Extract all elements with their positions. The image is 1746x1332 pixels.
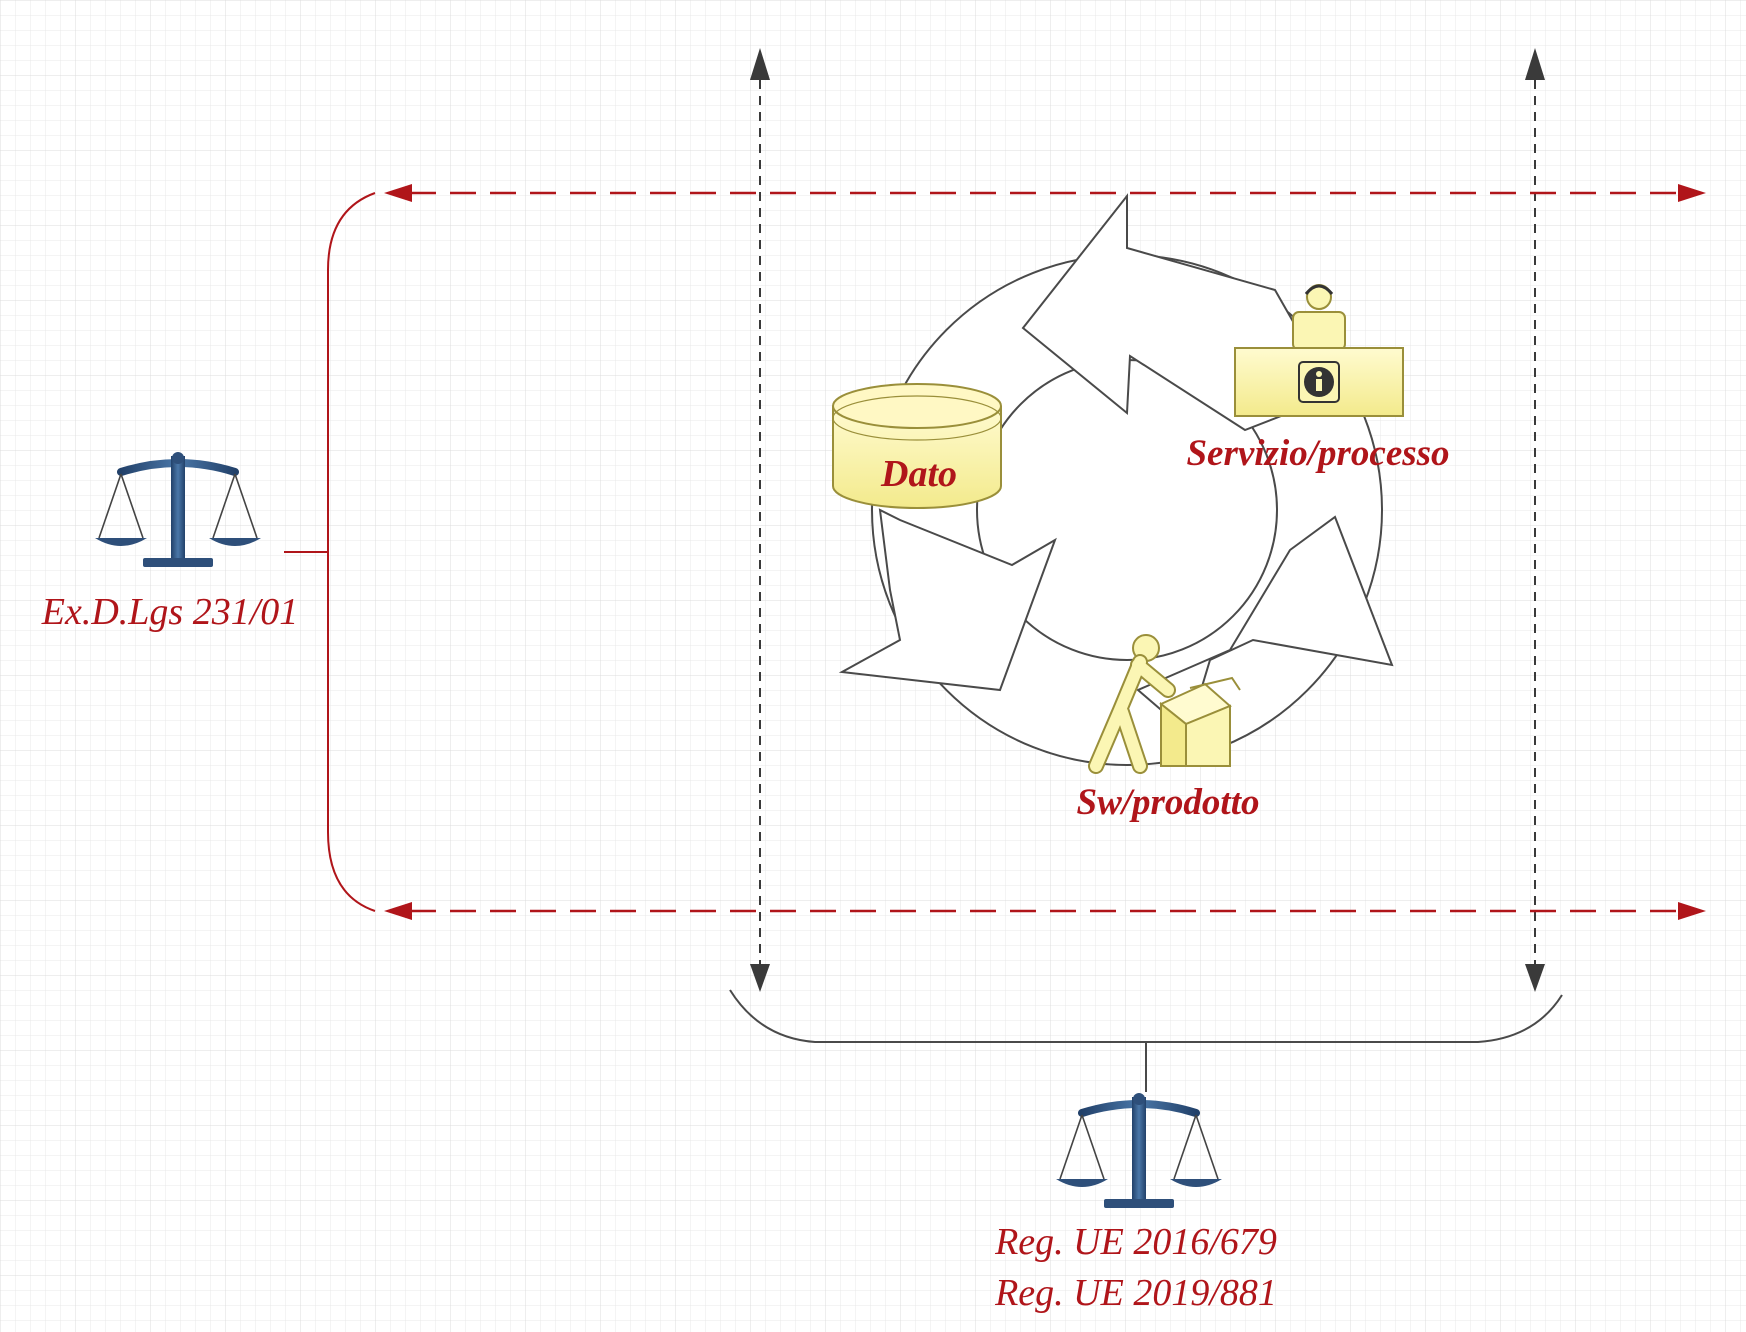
dato-label: Dato <box>880 453 957 495</box>
servizio-label: Servizio/processo <box>1186 433 1449 474</box>
law-bottom-label-2: Reg. UE 2019/881 <box>994 1272 1277 1314</box>
sw-label: Sw/prodotto <box>1077 782 1260 823</box>
law-left-label: Ex.D.Lgs 231/01 <box>41 591 299 633</box>
info-icon <box>1299 362 1339 402</box>
law-bottom-label-1: Reg. UE 2016/679 <box>994 1221 1277 1263</box>
